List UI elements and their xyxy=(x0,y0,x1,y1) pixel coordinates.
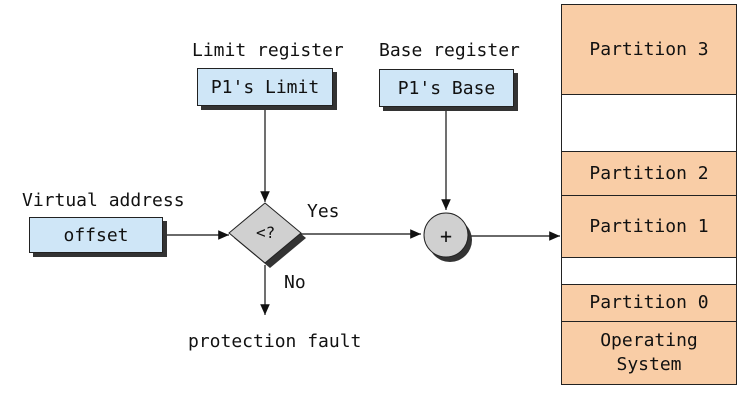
yes-label: Yes xyxy=(307,201,340,222)
protection-fault-label: protection fault xyxy=(188,331,362,352)
operating-system: Operating System xyxy=(561,321,737,385)
partition-0: Partition 0 xyxy=(561,284,737,322)
offset-box: offset xyxy=(29,217,163,253)
limit-register-box: P1's Limit xyxy=(197,68,333,106)
partition-2: Partition 2 xyxy=(561,151,737,196)
partition-3: Partition 3 xyxy=(561,4,737,95)
comparator-symbol: <? xyxy=(256,223,276,242)
no-label: No xyxy=(284,272,306,293)
base-register-label: Base register xyxy=(379,40,520,61)
adder-symbol: + xyxy=(440,224,453,248)
free-space-2 xyxy=(561,257,737,285)
free-space-1 xyxy=(561,94,737,152)
limit-register-label: Limit register xyxy=(192,40,344,61)
virtual-address-label: Virtual address xyxy=(22,190,185,211)
base-register-box: P1's Base xyxy=(379,69,514,107)
partition-1: Partition 1 xyxy=(561,195,737,258)
comparator-diamond xyxy=(228,202,302,264)
adder-circle xyxy=(423,212,469,258)
